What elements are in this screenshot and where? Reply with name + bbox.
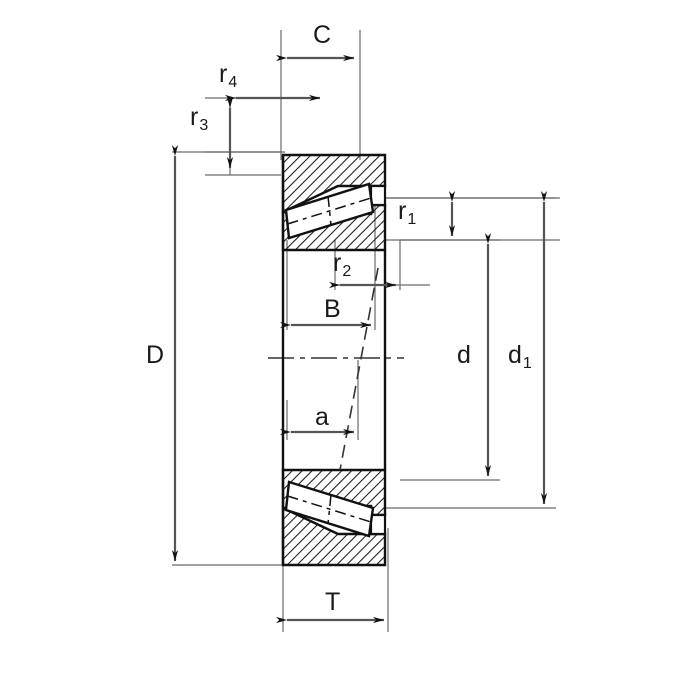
dimension-label-r4: r4 xyxy=(219,60,237,91)
label-text-d1: d xyxy=(508,341,522,369)
label-text-r2: r xyxy=(333,249,342,277)
label-text-d: d xyxy=(457,341,471,369)
label-sub-r1: 1 xyxy=(407,211,417,228)
label-text-r1: r xyxy=(398,197,407,225)
label-sub-r2: 2 xyxy=(342,263,352,280)
label-text-a: a xyxy=(315,403,329,431)
label-text-D: D xyxy=(146,341,165,369)
label-sub-r3: 3 xyxy=(199,117,209,134)
roller-lower xyxy=(284,480,375,538)
dimension-label-T: T xyxy=(325,590,340,615)
label-text-T: T xyxy=(325,588,341,616)
dimension-lines xyxy=(171,54,548,624)
label-sub-d1: 1 xyxy=(522,355,532,372)
label-text-r4: r xyxy=(219,60,228,88)
contact-angle-line xyxy=(339,267,379,471)
dimension-label-B: B xyxy=(324,297,341,322)
extension-lines xyxy=(172,30,560,632)
dimension-label-r3: r3 xyxy=(190,103,208,134)
label-text-C: C xyxy=(313,21,332,49)
dimension-label-C: C xyxy=(313,23,331,48)
roller-upper xyxy=(284,182,375,240)
label-text-r3: r xyxy=(190,103,199,131)
dimension-label-D: D xyxy=(146,343,164,368)
inner-ring-rib-lower xyxy=(369,513,387,536)
dimension-label-r2: r2 xyxy=(333,249,351,280)
dimension-label-d: d xyxy=(457,343,471,368)
dimension-label-a: a xyxy=(315,405,329,430)
label-sub-r4: 4 xyxy=(228,74,238,91)
label-text-B: B xyxy=(324,295,341,323)
inner-ring-rib-upper xyxy=(369,184,387,207)
dimension-label-d1: d1 xyxy=(508,341,532,372)
dimension-label-r1: r1 xyxy=(398,197,416,228)
